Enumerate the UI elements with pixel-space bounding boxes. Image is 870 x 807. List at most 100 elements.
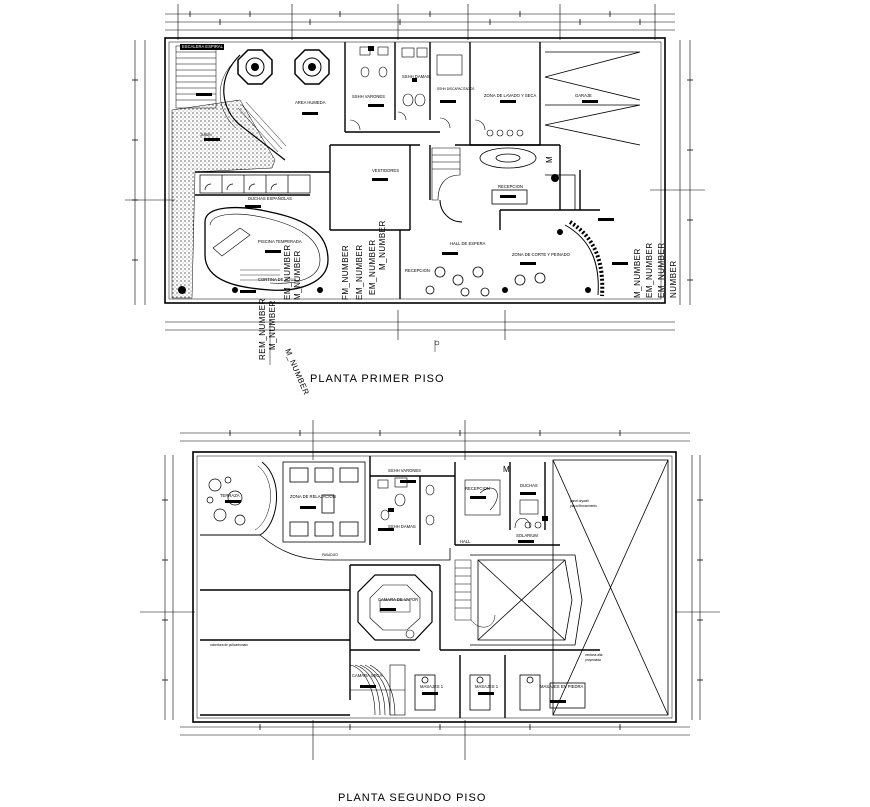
first-floor-label-hall-espera: HALL DE ESPERA	[450, 241, 486, 246]
first-floor-number-marks: EM_NUMBER EM_NUMBER M_NUMBER FM_NUMBER E…	[258, 220, 678, 396]
first-floor-label-duchas: DUCHAS ESPAÑOLAS	[248, 196, 292, 201]
first-floor-showers	[199, 174, 311, 194]
second-floor-partitions	[200, 456, 600, 718]
second-floor-note-drywall-2: placa fibrocemento	[570, 504, 597, 508]
first-floor-label-sshh-discapacitados: SSHH DISCAPACITADOS	[437, 87, 474, 91]
mark-em-number-1: EM_NUMBER	[355, 244, 364, 300]
second-floor-massage-beds	[414, 674, 586, 711]
first-floor-partitions	[195, 42, 600, 299]
mark-rem-number: REM_NUMBER	[258, 298, 267, 360]
second-floor-m-mark: M	[503, 465, 510, 474]
first-floor-garden-hatch	[171, 99, 276, 299]
first-floor-bathroom-fixtures	[349, 46, 524, 137]
second-floor-title: PLANTA SEGUNDO PISO	[338, 792, 486, 804]
first-floor-spiral-stair	[431, 147, 463, 223]
first-floor-reception-desk	[479, 147, 576, 210]
mark-m-number-3: M_NUMBER	[283, 347, 311, 396]
first-floor-label-sshh-varones: SSHH VARONES	[352, 94, 385, 99]
first-floor-label-recepcion: RECEPCION	[498, 184, 523, 189]
second-floor-outer-wall	[192, 451, 677, 723]
first-floor-outer-wall	[164, 37, 666, 304]
second-floor-terrace-curve	[200, 461, 277, 536]
first-floor-pool	[204, 206, 329, 291]
first-floor-label-area-humeda: AREA HUMEDA	[295, 100, 326, 105]
second-floor-inner-wall	[196, 455, 673, 719]
first-floor-garage-markers	[544, 51, 641, 146]
first-floor-label-stair: ESCALERA ESPIRAL	[182, 44, 224, 49]
second-floor-stair	[454, 559, 496, 628]
first-floor-dim-ticks	[132, 11, 693, 281]
second-floor-label-zona-relajacion: ZONA DE RELAJACION	[290, 494, 336, 499]
second-floor-corridor-curve	[259, 534, 451, 561]
second-floor-label-masajes-1: MASAJES 1	[420, 684, 444, 689]
first-floor-label-zona-corte: ZONA DE CORTE Y PEINADO	[512, 252, 571, 257]
first-floor-plants	[178, 174, 591, 294]
second-floor-note-cobertura: cobertura de policarbonato	[210, 643, 248, 647]
first-floor-jacuzzi-2	[294, 49, 330, 85]
mark-number-2: M_NUMBER	[293, 250, 302, 300]
first-floor-label-garaje: GARAJE	[575, 93, 592, 98]
mark-fm-number: FM_NUMBER	[341, 245, 350, 300]
first-floor-label-piscina: PISCINA TEMPERADA	[258, 239, 302, 244]
first-floor-plan: ESCALERA ESPIRAL AREA HUMEDA SSHH VARONE…	[125, 4, 705, 397]
first-floor-pool-steps	[240, 269, 280, 281]
first-floor-fixture-block-2	[412, 78, 417, 82]
second-floor-label-terraza: TERRAZA	[220, 493, 240, 498]
second-floor-label-pasadizo: PASADIZO	[322, 553, 338, 557]
first-floor-title: PLANTA PRIMER PISO	[310, 373, 445, 385]
first-floor-waiting-chairs	[425, 266, 546, 297]
second-floor-label-solarium: SOLARIUM	[516, 533, 538, 538]
mark-number-3: NUMBER	[669, 260, 678, 298]
second-floor-plan: TERRAZA ZONA DE RELAJACION SSHH VARONES …	[140, 420, 720, 804]
second-floor-steam-chamber	[357, 574, 433, 641]
mark-em-number-2: EM_NUMBER	[368, 239, 377, 295]
first-floor-label-recepcion-2: RECEPCION	[405, 268, 430, 273]
second-floor-level-tags	[225, 480, 566, 703]
mark-em-number-4: EM_NUMBER	[657, 242, 666, 298]
second-floor-fixture-block	[388, 508, 394, 512]
second-floor-relax-loungers	[282, 461, 366, 543]
mark-m-number-4: M_NUMBER	[633, 248, 642, 298]
first-floor-planter-curve	[564, 224, 599, 296]
second-floor-dry-sauna	[349, 664, 406, 716]
first-floor-stair-label-bar	[180, 44, 224, 50]
first-floor-inner-wall	[168, 41, 662, 300]
second-floor-label-recepcion: RECEPCION	[465, 486, 490, 491]
mark-m-number-1: M_NUMBER	[378, 220, 387, 270]
first-floor-curved-wall	[223, 54, 286, 161]
second-floor-fixture-block-2	[542, 516, 548, 521]
second-floor-terrace-tables	[206, 476, 246, 526]
first-floor-label-vestidores: VESTIDORES	[372, 168, 399, 173]
second-floor-bathroom-fixtures	[377, 477, 542, 529]
first-floor-label-cortina: CORTINA DE AGUA	[258, 277, 297, 282]
second-floor-skylight-x	[552, 459, 669, 716]
second-floor-label-sshh-varones: SSHH VARONES	[388, 468, 421, 473]
second-floor-void	[470, 554, 583, 646]
second-floor-note-ventana: ventana alta	[585, 653, 603, 657]
first-floor-fixture-block	[368, 46, 374, 51]
mark-number-1: EM_NUMBER	[283, 244, 292, 300]
second-floor-note-drywall: panel drywall	[570, 499, 589, 503]
first-floor-ramp	[237, 101, 287, 153]
second-floor-label-duchas: DUCHAS	[520, 483, 538, 488]
second-floor-label-camara-vapor: CAMARA DE VAPOR	[378, 597, 418, 602]
second-floor-label-sshh-damas: SSHH DAMAS	[388, 524, 416, 529]
first-floor-label-jardin: JARDIN	[200, 133, 212, 137]
first-floor-level-tags	[196, 93, 628, 293]
second-floor-label-masajes-piedra: MASAJES EN PIEDRA	[540, 684, 583, 689]
second-floor-dim-ticks	[162, 430, 703, 730]
first-floor-m-mark: M	[545, 156, 554, 163]
second-floor-note-ventana-2: proyectada	[585, 658, 601, 662]
first-floor-label-zona-lavado: ZONA DE LAVADO Y SECA	[484, 93, 536, 98]
first-floor-pool-cascade	[212, 227, 251, 257]
mark-m-number-2: M_NUMBER	[268, 300, 277, 350]
first-floor-dimension-lines	[125, 4, 705, 340]
first-floor-jacuzzi-1	[237, 49, 273, 85]
second-floor-dimension-lines	[140, 420, 720, 760]
mark-em-number-3: EM_NUMBER	[645, 242, 654, 298]
second-floor-label-masajes-2: MASAJES 1	[475, 684, 499, 689]
first-floor-stair-top-left	[175, 45, 217, 109]
first-floor-label-sshh-damas: SSHH DAMAS	[402, 74, 430, 79]
second-floor-label-camara-seca: CAMARA SECA	[352, 673, 382, 678]
